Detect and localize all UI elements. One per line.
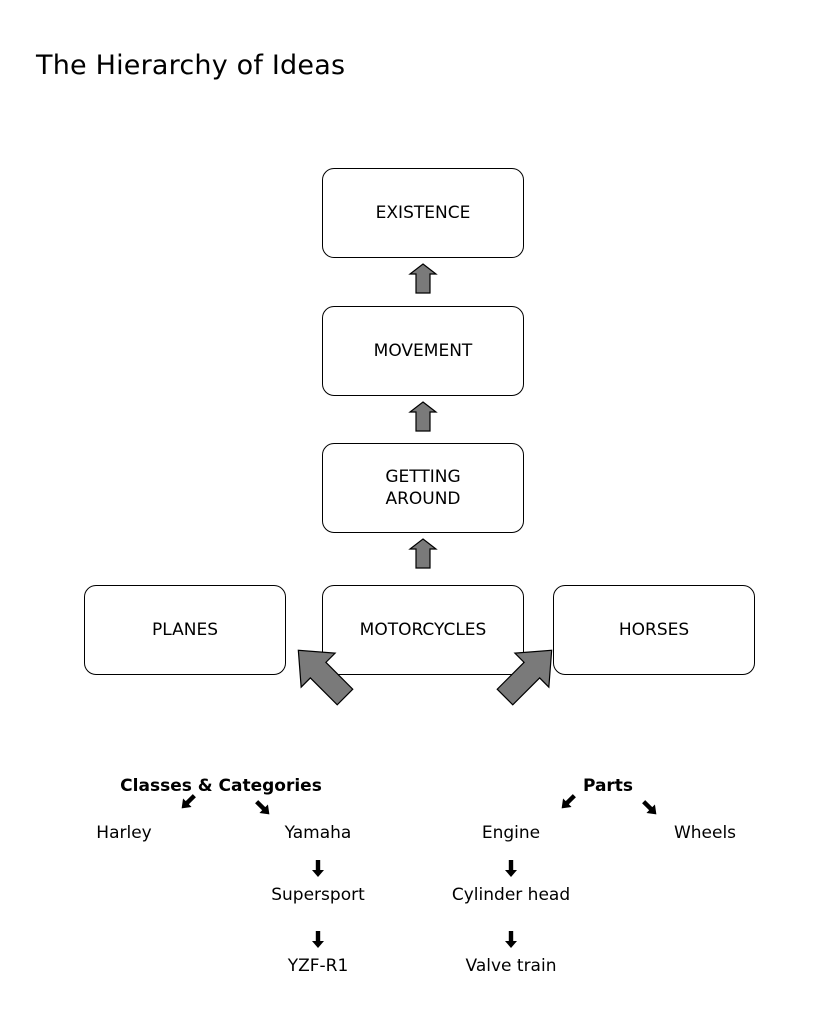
box-horses-label: HORSES bbox=[618, 620, 690, 640]
box-planes: PLANES bbox=[84, 585, 286, 675]
part-cylinder-head: Cylinder head bbox=[451, 885, 571, 905]
small-arrow-classes-to-yamaha bbox=[255, 800, 270, 815]
part-wheels: Wheels bbox=[673, 823, 737, 843]
up-arrow-getting-around-to-movement bbox=[408, 401, 438, 432]
box-existence: EXISTENCE bbox=[322, 168, 524, 258]
classes-heading: Classes & Categories bbox=[120, 776, 322, 796]
small-arrow-cylinder-to-valve bbox=[505, 931, 517, 948]
up-arrow-motorcycles-to-getting-around bbox=[408, 538, 438, 569]
class-yzf-r1: YZF-R1 bbox=[287, 956, 349, 976]
small-arrow-engine-to-cylinder bbox=[505, 860, 517, 877]
small-arrow-yamaha-to-supersport bbox=[312, 860, 324, 877]
class-supersport: Supersport bbox=[271, 885, 365, 905]
part-engine: Engine bbox=[481, 823, 541, 843]
box-planes-label: PLANES bbox=[152, 620, 218, 640]
small-arrow-parts-to-wheels bbox=[642, 800, 657, 815]
box-motorcycles-label: MOTORCYCLES bbox=[359, 620, 487, 640]
up-arrow-movement-to-existence bbox=[408, 263, 438, 294]
box-motorcycles: MOTORCYCLES bbox=[322, 585, 524, 675]
class-harley: Harley bbox=[96, 823, 152, 843]
small-arrow-supersport-to-yzf bbox=[312, 931, 324, 948]
box-existence-label: EXISTENCE bbox=[375, 203, 471, 223]
box-getting-around-label: GETTING AROUND bbox=[385, 466, 460, 510]
small-arrow-parts-to-engine bbox=[561, 794, 576, 809]
parts-heading: Parts bbox=[582, 776, 634, 796]
small-arrow-classes-to-harley bbox=[181, 794, 196, 809]
box-movement: MOVEMENT bbox=[322, 306, 524, 396]
box-getting-around-line2: AROUND bbox=[385, 489, 461, 509]
box-getting-around-line1: GETTING bbox=[385, 467, 461, 487]
part-valve-train: Valve train bbox=[465, 956, 557, 976]
box-getting-around: GETTING AROUND bbox=[322, 443, 524, 533]
box-movement-label: MOVEMENT bbox=[373, 341, 473, 361]
box-horses: HORSES bbox=[553, 585, 755, 675]
diagonal-arrow-to-parts bbox=[496, 649, 553, 706]
page-title: The Hierarchy of Ideas bbox=[36, 50, 346, 81]
diagonal-arrow-to-classes bbox=[297, 649, 354, 706]
class-yamaha: Yamaha bbox=[284, 823, 352, 843]
